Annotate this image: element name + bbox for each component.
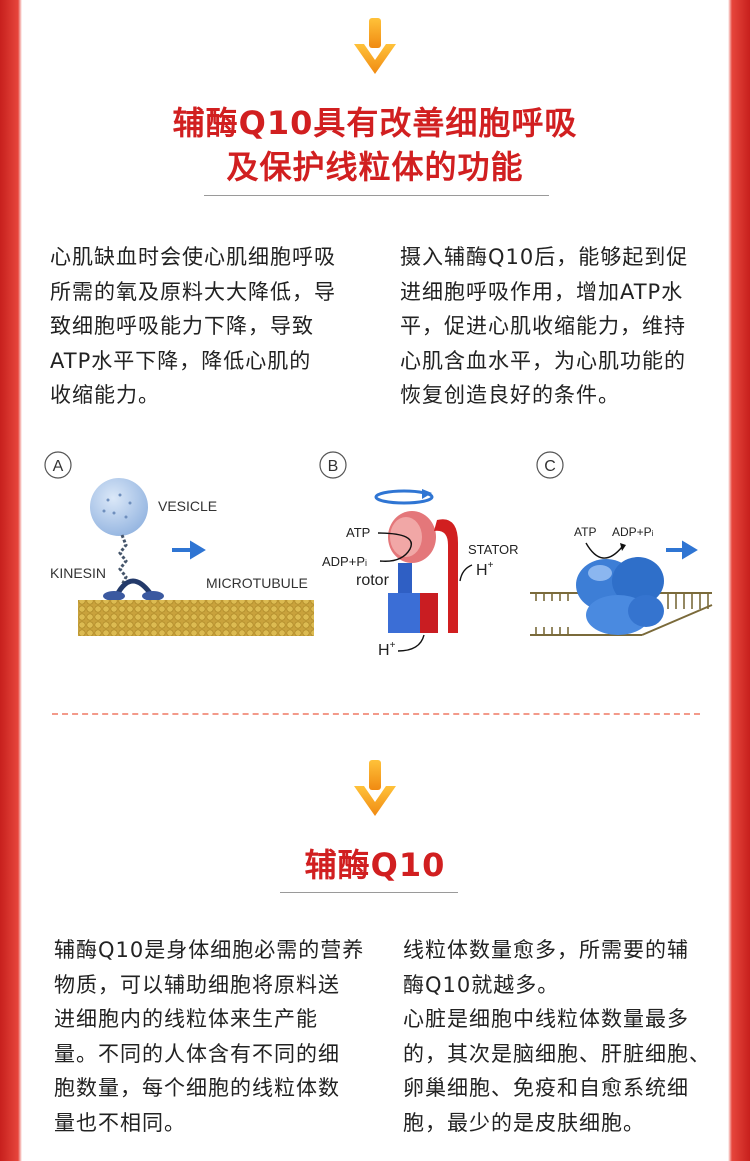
stator-label: STATOR (468, 542, 519, 557)
text-line: 线粒体数量愈多，所需要的辅 (403, 938, 689, 962)
microtubule (78, 600, 314, 636)
microtubule-label: MICROTUBULE (206, 575, 308, 591)
vesicle (90, 478, 148, 536)
text-line: 所需的氧及原料大大降低，导 (50, 279, 336, 304)
section1-right-paragraph: 摄入辅酶Q10后，能够起到促 进细胞呼吸作用，增加ATP水 平，促进心肌收缩能力… (400, 240, 725, 413)
kinesin-head (103, 591, 125, 601)
section2-right-paragraph: 线粒体数量愈多，所需要的辅 酶Q10就越多。 心脏是细胞中线粒体数量最多 的，其… (403, 933, 728, 1140)
h-plus-label: H+ (476, 560, 494, 579)
h-plus-label: H+ (378, 640, 396, 659)
rotor-label: rotor (356, 572, 390, 589)
text-line: 辅酶Q10是身体细胞必需的营养 (54, 938, 365, 962)
polymerase (576, 557, 664, 635)
section1-left-paragraph: 心肌缺血时会使心肌细胞呼吸 所需的氧及原料大大降低，导 致细胞呼吸能力下降，导致… (50, 240, 370, 413)
text-line: 收缩能力。 (50, 383, 160, 407)
text-line: 心肌含血水平，为心肌功能的 (400, 348, 686, 373)
text-line: 进细胞呼吸作用，增加ATP水 (400, 279, 684, 304)
section1-title-line1: 辅酶Q10具有改善细胞呼吸 (172, 104, 578, 142)
atp-label: ATP (346, 525, 370, 540)
kinesin-label: KINESIN (50, 565, 106, 581)
panel-marker-label: B (328, 458, 339, 475)
section2-title: 辅酶Q10 (304, 846, 446, 884)
text-line: 平，促进心肌收缩能力，维持 (400, 314, 686, 338)
vesicle-label: VESICLE (158, 498, 217, 514)
text-line: 心肌缺血时会使心肌细胞呼吸 (50, 245, 336, 269)
direction-arrow-icon (172, 540, 206, 560)
text-line: 卵巢细胞、免疫和自愈系统细 (403, 1076, 689, 1100)
section-divider (52, 713, 700, 715)
kinesin-legs (115, 578, 152, 595)
panel-marker-label: A (53, 458, 64, 475)
atp-label: ATP (574, 525, 596, 539)
rotor-base (388, 593, 422, 633)
content-panel: 辅酶Q10具有改善细胞呼吸 及保护线粒体的功能 心肌缺血时会使心肌细胞呼吸 所需… (22, 0, 728, 1161)
text-line: 致细胞呼吸能力下降，导致 (50, 314, 314, 338)
kinesin-head (142, 591, 164, 601)
rotor-shaft (398, 563, 412, 593)
panel-marker-b (319, 451, 347, 479)
rotation-arrow-icon (374, 489, 434, 505)
section2-left-paragraph: 辅酶Q10是身体细胞必需的营养 物质，可以辅助细胞将原料送 进细胞内的线粒体来生… (54, 933, 384, 1140)
panel-c: C ATP ADP+Pi (530, 451, 713, 636)
text-line: 胞数量，每个细胞的线粒体数 (54, 1076, 340, 1100)
panel-marker-c (536, 451, 564, 479)
text-line: 酶Q10就越多。 (403, 972, 560, 997)
kinesin-stalk (118, 534, 128, 586)
panel-b: B ATP ADP+Pi rotor STATOR H+ H+ (319, 451, 519, 659)
text-line: 进细胞内的线粒体来生产能 (54, 1007, 318, 1031)
adp-label: ADP+Pi (322, 554, 367, 569)
text-line: ATP水平下降，降低心肌的 (50, 348, 312, 373)
text-line: 物质，可以辅助细胞将原料送 (54, 972, 340, 997)
direction-arrow-icon (666, 540, 698, 560)
section1-title-line2: 及保护线粒体的功能 (226, 148, 524, 186)
molecular-motors-figure: A VESICLE (44, 451, 713, 659)
title-underline (204, 195, 549, 196)
text-line: 恢复创造良好的条件。 (400, 383, 620, 407)
panel-a: A VESICLE (44, 451, 314, 636)
down-arrow-icon (354, 760, 396, 816)
panel-marker-label: C (544, 458, 556, 475)
text-line: 胞，最少的是皮肤细胞。 (403, 1110, 645, 1135)
panel-marker-a (44, 451, 72, 479)
down-arrow-icon (354, 18, 396, 74)
text-line: 心脏是细胞中线粒体数量最多 (403, 1007, 689, 1031)
text-line: 量。不同的人体含有不同的细 (54, 1041, 340, 1066)
text-line: 摄入辅酶Q10后，能够起到促 (400, 245, 689, 269)
text-line: 量也不相同。 (54, 1110, 186, 1135)
text-line: 的，其次是脑细胞、肝脏细胞、 (403, 1041, 711, 1066)
title-underline (280, 892, 458, 893)
stator (434, 519, 458, 633)
adp-label: ADP+Pi (612, 525, 654, 539)
